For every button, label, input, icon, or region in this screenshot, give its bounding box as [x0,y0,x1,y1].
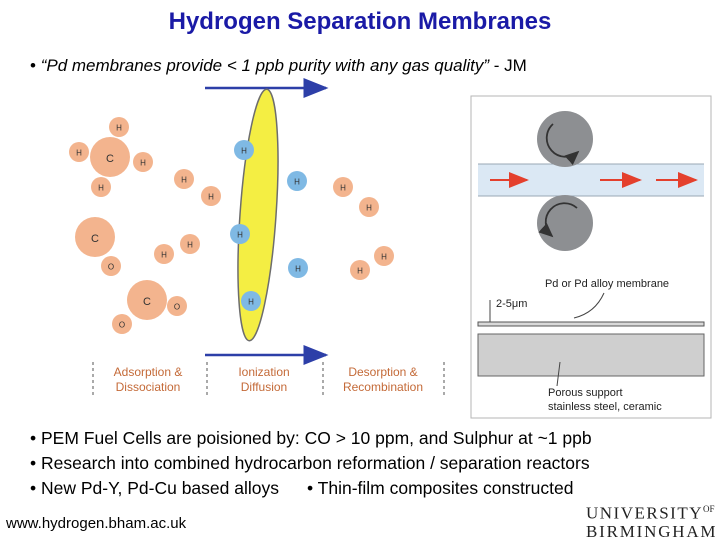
atom-label: C [143,296,151,308]
atom-h-ion: H [230,224,250,244]
atom-label: H [76,149,82,158]
atom-h: H [180,234,200,254]
atom-c: C [90,137,130,177]
porous-support-layer [477,333,705,377]
atom-label: H [181,176,187,185]
atom-label: H [248,298,254,307]
pd-thin-film-layer [477,321,705,327]
membrane-callout-leader [573,292,605,319]
atom-label: H [241,147,247,156]
atom-label: O [174,303,180,312]
slide-title: Hydrogen Separation Membranes [168,8,552,35]
atom-label: H [294,178,300,187]
atom-label: H [357,267,363,276]
atom-label: C [106,153,114,165]
stage-dissociation-label: Dissociation [116,380,181,394]
stage-ionization-label: Ionization [238,365,289,379]
stage-adsorption-label: Adsorption & [114,365,183,379]
rotation-arrow-icon [538,202,578,238]
atom-label: H [340,184,346,193]
atom-h: H [69,142,89,162]
support-label-line2: stainless steel, ceramic [548,401,662,413]
atom-h: H [333,177,353,197]
quote-text: “Pd membranes provide < 1 ppb purity wit… [40,56,490,75]
atom-h-ion: H [241,291,261,311]
atom-h: H [374,246,394,266]
atom-h-ion: H [234,140,254,160]
support-callout-leader [556,361,561,387]
atom-label: H [208,193,214,202]
logo-line2: BIRMINGHAM [586,521,718,541]
atom-h: H [133,152,153,172]
atom-o: O [112,314,132,334]
bullet-thin-film: • Thin-film composites constructed [306,478,574,498]
membrane-inset: Pd or Pd alloy membrane 2-5μm Porous sup… [470,95,712,419]
atom-o: O [101,256,121,276]
atom-h: H [359,197,379,217]
bullet-alloys-composites: • New Pd-Y, Pd-Cu based alloys • Thin-fil… [30,476,592,501]
atom-h: H [174,169,194,189]
atom-h: H [350,260,370,280]
university-logo: UNIVERSITYOF BIRMINGHAM [586,500,718,541]
quote-attribution: - JM [493,56,527,75]
atom-h: H [109,117,129,137]
atom-label: O [119,321,125,330]
atom-o: O [167,296,187,316]
website-link[interactable]: www.hydrogen.bham.ac.uk [6,515,187,532]
membrane-callout-label: Pd or Pd alloy membrane [545,278,669,290]
stage-desorption-label: Desorption & [348,365,417,379]
rotation-arrow-icon [545,123,580,166]
stage-recombination-label: Recombination [343,380,423,394]
atom-label: H [237,231,243,240]
atom-h: H [91,177,111,197]
atom-label: H [98,184,104,193]
atom-h-ion: H [287,171,307,191]
atom-h-ion: H [288,258,308,278]
logo-of: OF [703,504,715,514]
atom-c: C [127,280,167,320]
atom-label: O [108,263,114,272]
bullet-list: • PEM Fuel Cells are poisioned by: CO > … [30,426,592,501]
atom-label: H [187,241,193,250]
bullet-research-reactors: • Research into combined hydrocarbon ref… [30,453,590,473]
quote-bullet: • [30,56,36,75]
thickness-label: 2-5μm [496,298,527,310]
logo-line1: UNIVERSITY [586,503,703,523]
atom-label: H [161,251,167,260]
support-label-line1: Porous support [548,387,623,399]
stage-diffusion-label: Diffusion [241,380,287,394]
atom-c: C [75,217,115,257]
atom-label: C [91,233,99,245]
roller-top [537,111,593,167]
quote-line: • “Pd membranes provide < 1 ppb purity w… [30,56,527,76]
atom-label: H [381,253,387,262]
atom-label: H [366,204,372,213]
atom-label: H [140,159,146,168]
atom-label: H [295,265,301,274]
atom-h: H [154,244,174,264]
bullet-alloys: • New Pd-Y, Pd-Cu based alloys [30,478,279,498]
molecules-group: H H C H H H H C O H H C O O H H H H H H H H H [69,117,394,334]
atom-label: H [116,124,122,133]
bullet-pem-poisoning: • PEM Fuel Cells are poisioned by: CO > … [30,428,592,448]
atom-h: H [201,186,221,206]
